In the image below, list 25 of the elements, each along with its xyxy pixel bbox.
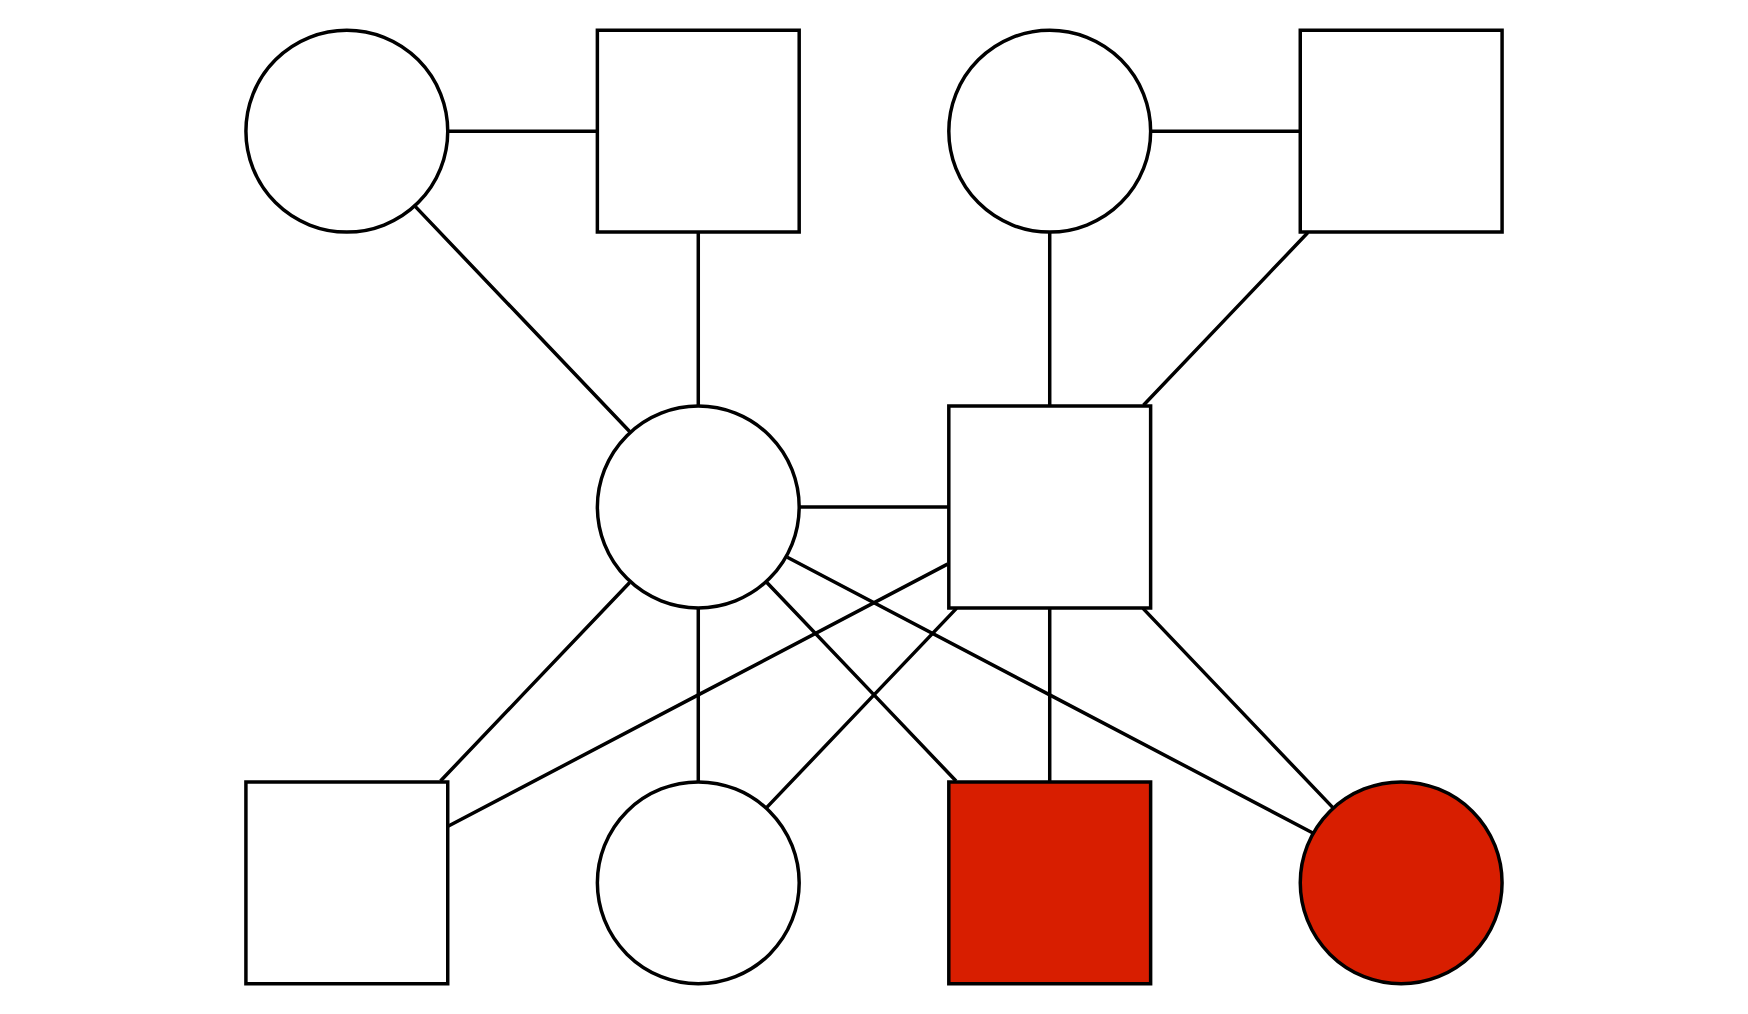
connector <box>439 581 631 783</box>
node-circle <box>244 28 450 234</box>
connector <box>447 562 949 828</box>
node-box <box>1298 28 1504 234</box>
connector <box>448 129 597 133</box>
connector <box>1142 231 1310 407</box>
connector <box>1151 129 1300 133</box>
node-box <box>947 404 1153 610</box>
connector <box>765 607 958 810</box>
connector <box>1048 232 1052 406</box>
node-circle <box>1298 780 1504 986</box>
connector <box>696 608 700 781</box>
node-box <box>595 28 801 234</box>
node-circle <box>947 28 1153 234</box>
node-box <box>947 780 1153 986</box>
connector <box>1048 608 1052 781</box>
connector <box>1141 607 1335 810</box>
node-box <box>244 780 450 986</box>
connector <box>414 205 632 433</box>
node-circle <box>595 404 801 610</box>
connector <box>696 232 700 406</box>
connector <box>799 505 949 509</box>
connector <box>765 581 958 783</box>
node-circle <box>595 780 801 986</box>
connector <box>786 555 1314 835</box>
